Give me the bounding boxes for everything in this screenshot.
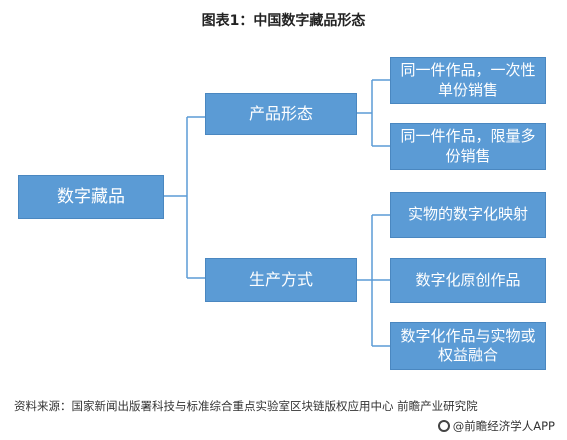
source-note: 资料来源：国家新闻出版署科技与标准综合重点实验室区块链版权应用中心 前瞻产业研究… xyxy=(14,399,478,413)
leaf-node-digital-original: 数字化原创作品 xyxy=(390,258,546,303)
branch-node-label: 生产方式 xyxy=(248,269,313,289)
leaf-node-label: 同一件作品，限量多份销售 xyxy=(400,127,536,165)
leaf-node-label: 实物的数字化映射 xyxy=(407,205,528,224)
footer-credit-text: @前瞻经济学人APP xyxy=(452,419,555,433)
logo-icon xyxy=(437,420,450,432)
root-node-label: 数字藏品 xyxy=(57,186,125,207)
root-node: 数字藏品 xyxy=(18,175,164,219)
leaf-node-digital-physical-fusion: 数字化作品与实物或权益融合 xyxy=(390,322,546,370)
branch-node-production-method: 生产方式 xyxy=(205,258,357,302)
leaf-node-label: 数字化原创作品 xyxy=(415,270,521,289)
leaf-node-single-sale: 同一件作品，一次性单份销售 xyxy=(390,57,546,104)
branch-node-label: 产品形态 xyxy=(248,103,313,123)
leaf-node-label: 数字化作品与实物或权益融合 xyxy=(400,326,536,365)
leaf-node-label: 同一件作品，一次性单份销售 xyxy=(400,61,536,99)
leaf-node-limited-sale: 同一件作品，限量多份销售 xyxy=(390,123,546,170)
chart-title: 图表1：中国数字藏品形态 xyxy=(201,13,366,29)
branch-node-product-form: 产品形态 xyxy=(205,93,357,135)
leaf-node-physical-mapping: 实物的数字化映射 xyxy=(390,192,546,238)
footer-credit: @前瞻经济学人APP xyxy=(437,418,555,434)
